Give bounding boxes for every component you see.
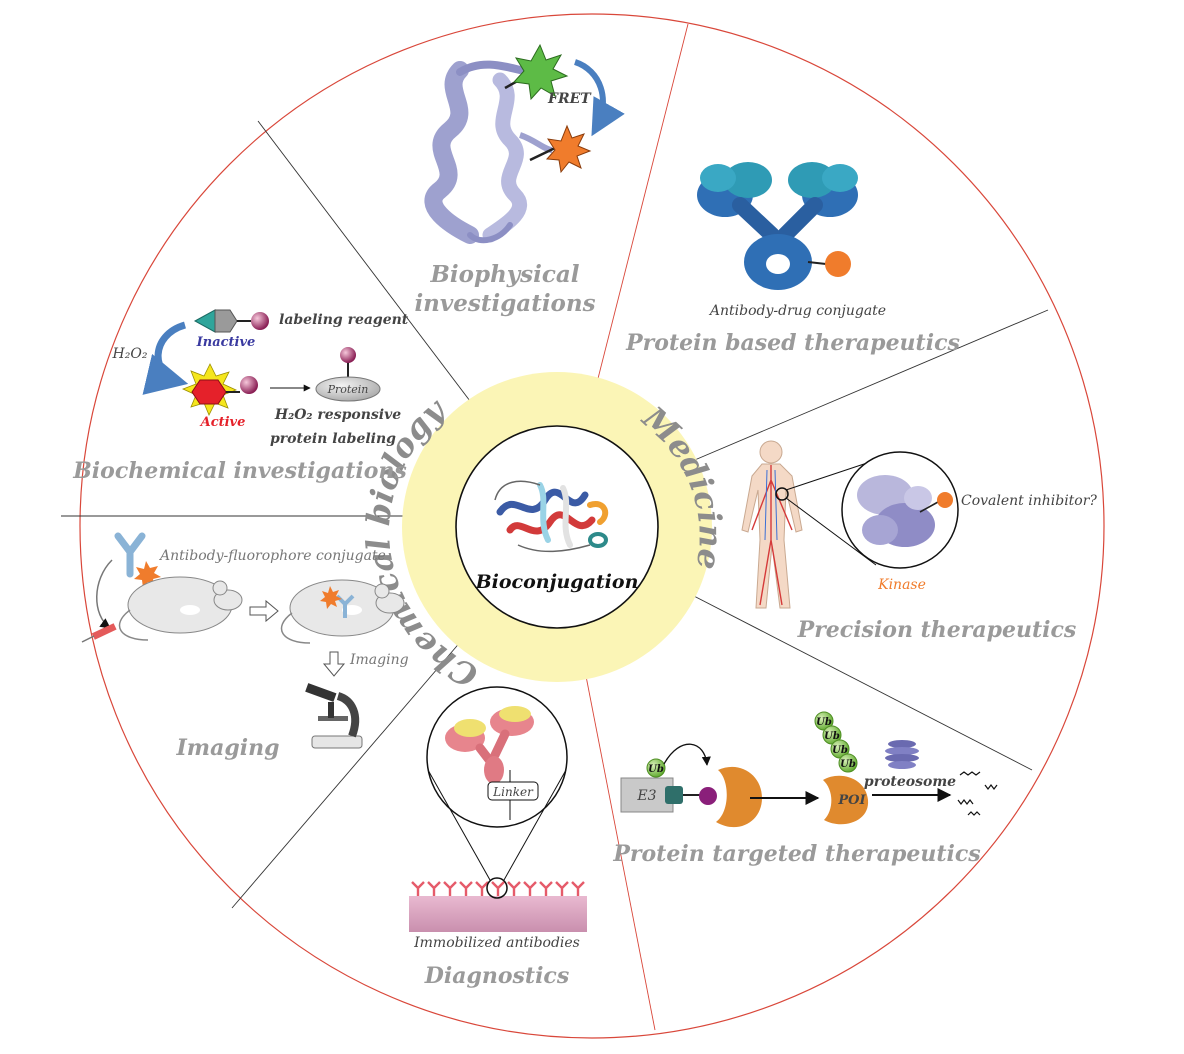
antibody-icon (445, 706, 534, 784)
center-disc (455, 425, 659, 629)
adc-linker (807, 261, 827, 265)
imaging-title: Imaging (176, 735, 280, 761)
protein-based-title: Protein based therapeutics (625, 330, 960, 356)
immobilized-antibodies-row (411, 881, 585, 896)
outer-circle (79, 13, 1105, 1039)
slide-surface (409, 896, 587, 932)
adc-caption: Antibody-drug conjugate (708, 303, 886, 319)
ub-chain-label: Ub (824, 731, 840, 742)
imaging-arrow-label: Imaging (349, 652, 409, 668)
linker-box (487, 781, 539, 801)
fret-label: FRET (547, 91, 592, 107)
proteosome-label: proteosome (864, 774, 956, 790)
zoom-line (503, 769, 567, 881)
divider-line (577, 634, 656, 1031)
biophysical-protein-icon (424, 60, 553, 244)
h2o2-activation-arrow (142, 321, 189, 395)
sector-dividers (61, 23, 1049, 1031)
divider-line (231, 639, 463, 909)
antibody-drug-conjugate-icon (697, 162, 858, 290)
poi-ligand (699, 787, 717, 805)
ubiquitinated-poi-icon (823, 775, 869, 825)
process-arrow-icon (249, 599, 279, 623)
biochemical-title: Biochemical investigations (72, 458, 407, 484)
protein-icon (315, 376, 381, 402)
precision-title: Precision therapeutics (797, 617, 1077, 643)
ub-chain-label: Ub (832, 745, 848, 756)
fret-linker (529, 146, 556, 162)
protein-targeted-title: Protein targeted therapeutics (612, 841, 980, 867)
divider-line (257, 120, 471, 402)
linker-label: Linker (492, 785, 534, 799)
e3-label: E3 (636, 788, 656, 804)
mouse-icon (118, 576, 243, 641)
antibody-fluorophore-icon (114, 532, 161, 588)
biophysical-title-line2: investigations (414, 290, 595, 317)
fret-star-orange-icon (545, 124, 592, 174)
zoom-marker (486, 877, 508, 899)
ubiquitin-icon: Ub (646, 758, 666, 778)
kinase-label: Kinase (877, 577, 926, 593)
active-label: Active (199, 415, 246, 430)
active-reagent-icon (191, 379, 227, 405)
ubiquitin-chain-icon: Ub Ub Ub Ub (814, 711, 858, 773)
peptide-fragments-icon (957, 771, 998, 816)
inactive-reagent-icon (193, 309, 269, 333)
zoom-line (427, 769, 491, 881)
divider-line (589, 23, 689, 411)
labeling-reagent-label: labeling reagent (279, 312, 409, 328)
fret-star-green-icon (512, 43, 569, 101)
covalent-inhibitor-label: Covalent inhibitor? (961, 493, 1097, 509)
divider-line (689, 309, 1049, 463)
covalent-inhibitor-icon (937, 492, 953, 508)
diagnostics-title: Diagnostics (424, 963, 569, 989)
inactive-label: Inactive (196, 335, 256, 350)
h2o2-label: H₂O₂ (112, 346, 148, 362)
label-ball-icon (240, 376, 258, 394)
syringe-icon (81, 623, 117, 643)
protein-ribbon-icon (494, 480, 609, 553)
down-arrow-icon (322, 651, 346, 677)
ub-chain-label: Ub (840, 759, 856, 770)
inhibitor-linker (919, 501, 939, 513)
ub-transfer-arrow (663, 743, 711, 766)
proteasome-icon (885, 740, 919, 769)
fret-arrow-icon (573, 59, 625, 137)
divider-line (689, 593, 1033, 771)
poi-label: POI (837, 793, 866, 808)
drug-payload-icon (825, 251, 851, 277)
e3-ligase-box (620, 777, 674, 813)
ub-label: Ub (648, 764, 664, 775)
diagnostics-caption: Immobilized antibodies (413, 935, 580, 951)
responsive-line1: H₂O₂ responsive (274, 407, 401, 423)
center-label: Bioconjugation (475, 571, 639, 593)
microscope-icon (305, 683, 363, 749)
biophysical-title-line1: Biophysical (429, 261, 579, 288)
e3-binder (665, 786, 683, 804)
conjugate-label: Antibody-fluorophore conjugate (158, 548, 386, 564)
labeled-mouse-icon (280, 579, 405, 644)
protein-label-ball-icon (340, 347, 356, 363)
kinase-icon (857, 475, 935, 547)
responsive-line2: protein labeling (270, 431, 396, 447)
protein-label: Protein (327, 383, 369, 396)
zoom-marker (775, 487, 789, 501)
injection-arrow-icon (96, 559, 113, 629)
poi-icon (716, 766, 762, 828)
human-body-icon (741, 440, 803, 609)
ub-chain-label: Ub (816, 717, 832, 728)
